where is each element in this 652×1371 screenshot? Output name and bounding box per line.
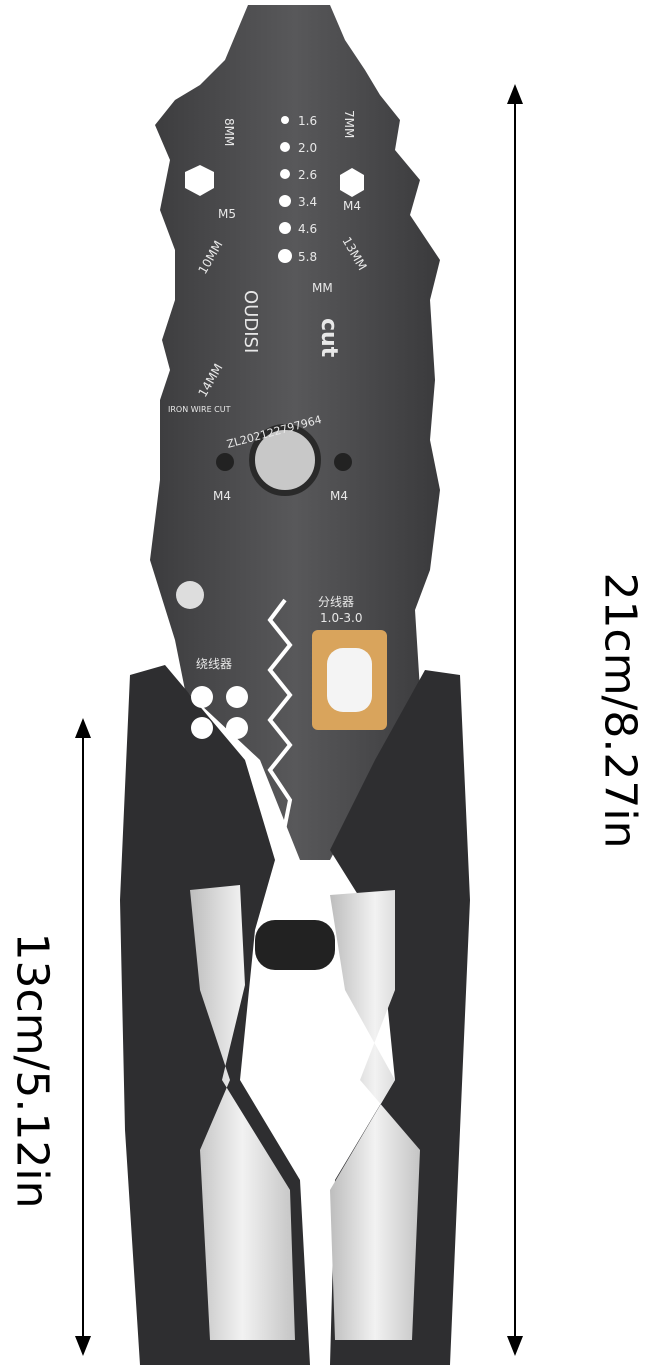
spring [255,920,335,970]
gauge-6: 5.8 [298,250,317,264]
pivot-rivet [249,424,321,496]
wrench-7mm: 7MM [342,110,356,138]
screw-label-right: M4 [330,489,348,503]
wire-splitter-slider [327,648,372,712]
handle-length-arrow [75,718,91,1356]
screw-label-left: M4 [213,489,231,503]
screw-hole-right [334,453,352,471]
winder-label: 绕线器 [196,657,232,671]
splitter-range: 1.0-3.0 [320,611,363,625]
total-length-label: 21cm/8.27in [594,572,646,849]
total-length-arrow [507,84,523,1356]
gauge-5: 4.6 [298,222,317,236]
gauge-4: 3.4 [298,195,317,209]
right-grip [330,890,420,1340]
brand-engraving: OUDISI [240,290,261,353]
wrench-m4: M4 [343,199,361,213]
crimp-jaw [267,598,293,851]
left-grip [190,885,295,1340]
wrench-8mm: 8MM [222,118,236,146]
hex-hole-left [185,165,214,196]
hex-hole-right [340,168,364,197]
wrench-m5: M5 [218,207,236,221]
winder-holes [191,686,248,739]
handle-length-label: 13cm/5.12in [6,932,58,1209]
iron-wire-cut-label: IRON WIRE CUT [168,405,231,414]
winder-hook [176,581,204,609]
gauge-unit: MM [312,281,333,295]
wire-gauge-holes [278,116,292,263]
screw-hole-left [216,453,234,471]
gauge-2: 2.0 [298,141,317,155]
gauge-3: 2.6 [298,168,317,182]
gauge-1: 1.6 [298,114,317,128]
splitter-label: 分线器 [318,595,354,609]
cut-label: cut [316,318,341,358]
